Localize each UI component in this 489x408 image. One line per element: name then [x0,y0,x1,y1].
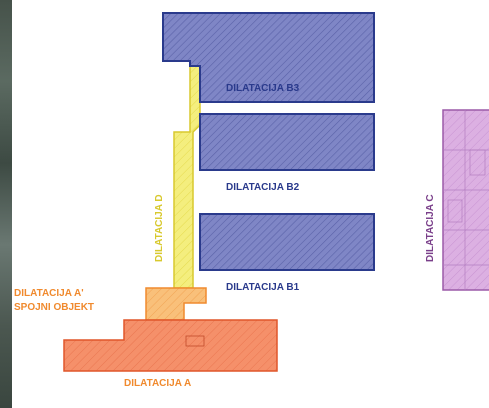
label-b1: DILATACIJA B1 [226,282,300,293]
dilatacija-a-inner-mark [185,335,205,347]
dilatacija-b2-shape [199,113,375,171]
dilatacija-a-prime-shape [145,287,207,321]
label-a-prime-line1: DILATACIJA A' [14,288,84,299]
label-b3: DILATACIJA B3 [226,83,300,94]
dilatacija-b1-shape [199,213,375,271]
label-a-prime-line2: SPOJNI OBJEKT [14,302,94,313]
dilatacija-b3-shape [162,12,375,103]
label-a: DILATACIJA A [124,378,191,389]
label-d: DILATACIJA D [154,194,165,262]
label-c: DILATACIJA C [425,194,436,262]
dilatacija-d-shape [173,65,201,289]
photo-strip [0,0,12,408]
dilatacija-a-shape [63,319,278,372]
dilatacija-c-grid [443,110,489,290]
label-b2: DILATACIJA B2 [226,182,300,193]
